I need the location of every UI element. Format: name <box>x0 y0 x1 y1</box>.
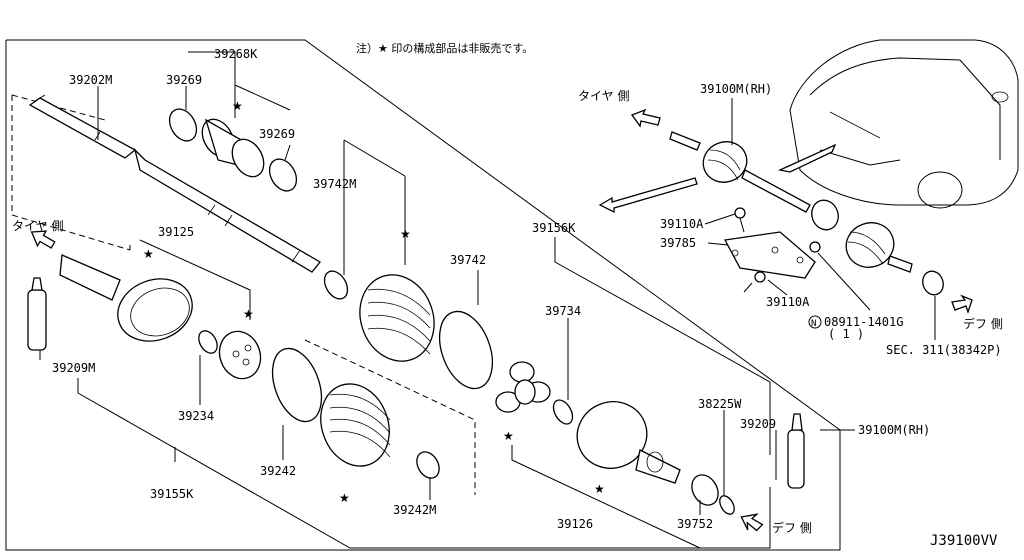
boot-band-39242 <box>271 347 323 423</box>
label-39110A-b: 39110A <box>766 295 810 309</box>
svg-text:★: ★ <box>594 482 605 496</box>
note-text: 注）★ 印の構成部品は非販売です。 <box>356 41 533 55</box>
label-39209: 39209 <box>740 417 776 431</box>
label-39125: 39125 <box>158 225 194 239</box>
label-tire-right: タイヤ 側 <box>578 89 629 103</box>
svg-text:★: ★ <box>232 99 243 113</box>
dashed-box-mid <box>304 339 476 495</box>
inner-housing-39126 <box>576 401 681 484</box>
label-diff-bottom: デフ 側 <box>772 520 812 535</box>
label-tire-left: タイヤ 側 <box>12 219 63 233</box>
label-39209M: 39209M <box>52 361 95 375</box>
outer-joint-39155K <box>59 254 193 342</box>
label-39742: 39742 <box>450 253 486 267</box>
arrow-inset-big <box>598 177 698 214</box>
grease-tube-39209M <box>27 277 47 351</box>
arrow-diff-right <box>951 294 973 315</box>
star-markers: ★ ★ ★ ★ ★ ★ ★ <box>143 99 605 505</box>
label-39155K: 39155K <box>150 487 194 501</box>
label-39234: 39234 <box>178 409 214 423</box>
snap-ring-39734 <box>552 399 574 425</box>
grease-tube-39209 <box>787 413 805 489</box>
label-38225W: 38225W <box>698 397 742 411</box>
label-39269-a: 39269 <box>166 73 202 87</box>
label-39742M: 39742M <box>313 177 356 191</box>
arrow-inset-small <box>777 143 837 173</box>
svg-text:★: ★ <box>339 491 350 505</box>
bolt-39110A-a <box>734 207 746 233</box>
boot-band-39742 <box>438 310 494 390</box>
clamp-39269-a <box>168 108 198 142</box>
arrow-diff-bottom <box>740 513 764 532</box>
arrow-tire-right <box>630 108 661 128</box>
inset-leaders <box>704 98 936 340</box>
label-diff-right: デフ 側 <box>963 316 1003 331</box>
snap-ring-39234 <box>198 330 218 354</box>
svg-text:★: ★ <box>503 429 514 443</box>
label-08911-group: N 08911-1401G ( 1 ) <box>808 315 903 341</box>
label-39268K: 39268K <box>214 47 258 61</box>
ball-cage <box>218 330 262 380</box>
dashed-box-left <box>11 95 131 251</box>
ring-38225W <box>719 495 735 515</box>
label-39734: 39734 <box>545 304 581 318</box>
damper-39268K <box>201 118 265 178</box>
label-08911-prefix: N <box>811 319 816 329</box>
diagram-frame <box>5 39 841 551</box>
bracket-39785 <box>723 231 816 279</box>
label-sec311: SEC. 311(38342P) <box>886 343 1002 357</box>
diagram-code: J39100VV <box>930 533 998 549</box>
leader-lines <box>39 51 855 549</box>
seal-39752 <box>691 474 719 506</box>
svg-text:★: ★ <box>243 307 254 321</box>
bolt-39110A-b <box>743 271 766 293</box>
label-39100M-main: 39100M(RH) <box>858 423 930 437</box>
car-illustration <box>789 39 1019 209</box>
seal-sec311 <box>922 270 944 296</box>
arrow-tire-left <box>30 230 56 249</box>
shaft-39202M <box>28 94 321 273</box>
label-39110A-a: 39110A <box>660 217 704 231</box>
clamp-39269-b <box>268 158 298 192</box>
band-39242M <box>416 451 440 479</box>
label-39242M: 39242M <box>393 503 436 517</box>
boot-right <box>359 274 435 362</box>
label-39156K: 39156K <box>532 221 576 235</box>
spider-assembly <box>495 361 551 413</box>
boot-left <box>320 383 391 467</box>
label-39785: 39785 <box>660 236 696 250</box>
inset-driveshaft <box>669 131 913 273</box>
band-39742M <box>323 270 349 300</box>
label-39752: 39752 <box>677 517 713 531</box>
label-39100M-inset: 39100M(RH) <box>700 82 772 96</box>
svg-text:★: ★ <box>143 247 154 261</box>
label-39269-b: 39269 <box>259 127 295 141</box>
label-08911-qty: ( 1 ) <box>828 327 864 341</box>
label-08911: 08911-1401G <box>824 315 903 329</box>
label-39126: 39126 <box>557 517 593 531</box>
label-39202M: 39202M <box>69 73 112 87</box>
nut-08911 <box>809 241 821 253</box>
label-39242: 39242 <box>260 464 296 478</box>
svg-text:★: ★ <box>400 227 411 241</box>
